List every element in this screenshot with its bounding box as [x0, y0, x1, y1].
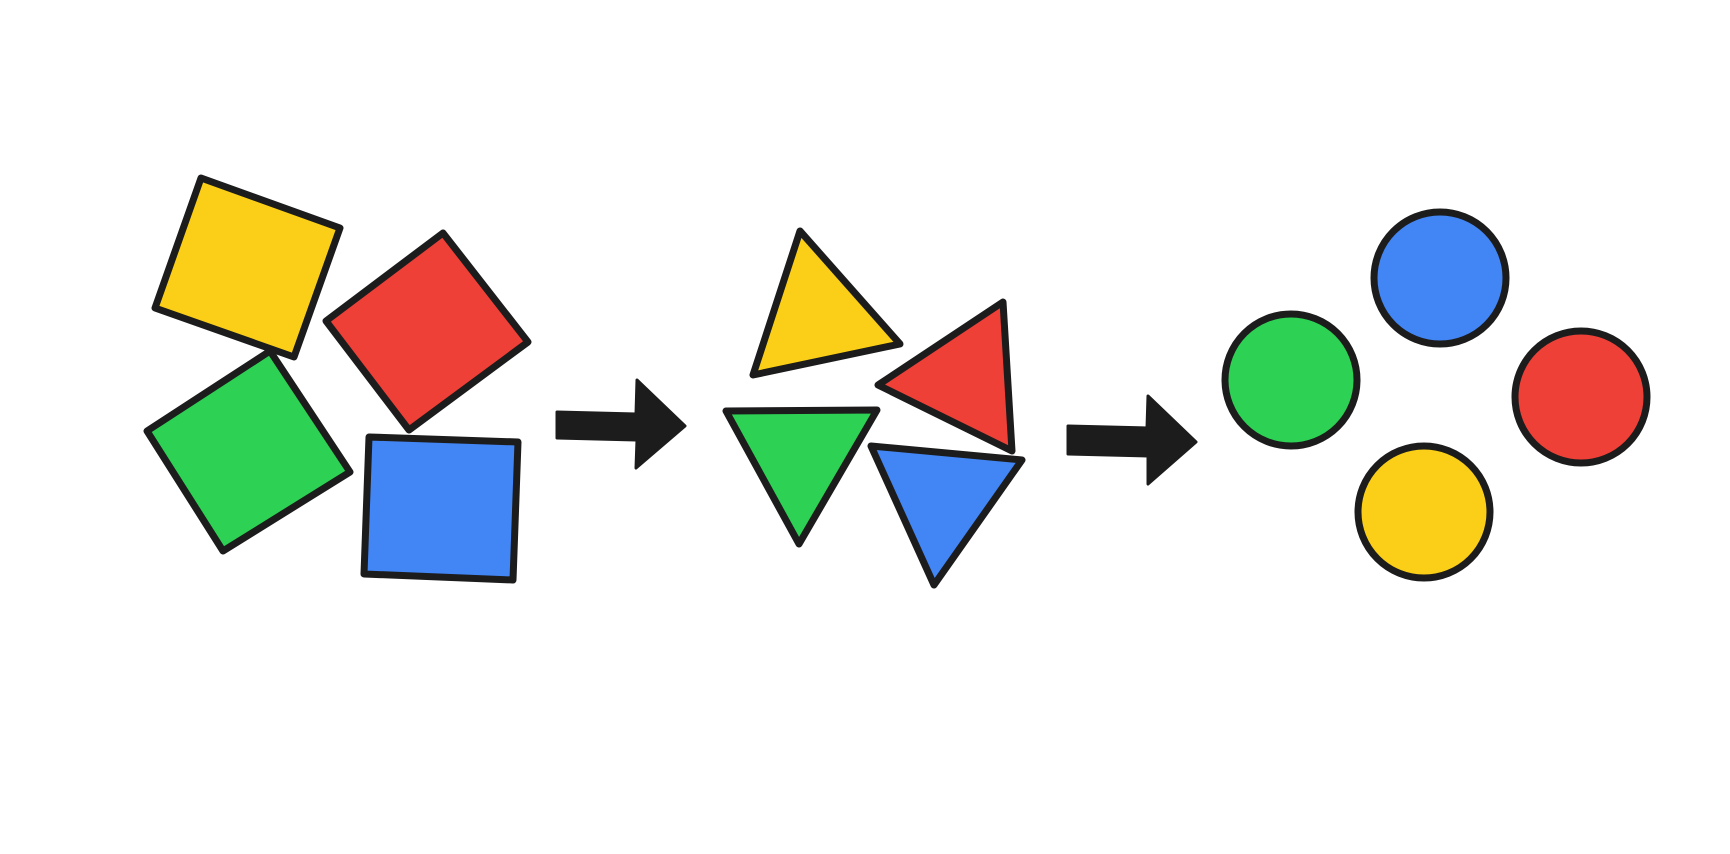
blue-triangle: [867, 442, 1026, 589]
triangles-group: [722, 227, 1026, 589]
green-square: [143, 347, 354, 555]
yellow-square: [151, 174, 344, 361]
red-circle: [1511, 327, 1651, 467]
red-square: [322, 229, 532, 434]
right-arrow-icon: [1066, 394, 1198, 486]
green-circle: [1221, 310, 1361, 450]
circles-group: [1221, 208, 1651, 582]
blue-circle: [1370, 208, 1510, 348]
right-arrow-icon: [555, 378, 687, 470]
blue-square: [360, 433, 522, 584]
green-triangle: [722, 406, 881, 548]
yellow-triangle: [749, 227, 904, 379]
red-triangle: [874, 298, 1016, 455]
squares-group: [143, 174, 532, 584]
yellow-circle: [1354, 442, 1494, 582]
